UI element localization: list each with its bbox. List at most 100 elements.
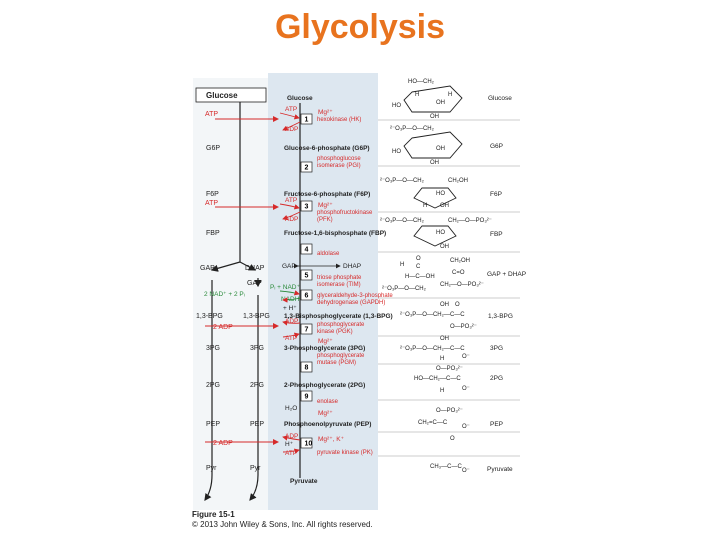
enzyme-name: phosphofructokinase(PFK) (317, 210, 373, 223)
left-label-dhap: DHAP (245, 265, 265, 272)
step-number: 4 (305, 247, 309, 254)
left-label-2pg: 2PG (250, 382, 264, 389)
glucose-fragment: OH (430, 114, 439, 120)
metabolite-g6p: Glucose-6-phosphate (G6P) (284, 145, 370, 152)
glucose-fragment: H (448, 92, 452, 98)
fbp-fragment: ²⁻O₃P—O—CH₂ (380, 218, 425, 224)
cofactor-atp: ATP (285, 450, 297, 457)
f6p-fragment: H (423, 203, 427, 209)
left-label-g6p: G6P (206, 145, 220, 152)
dhap-fragment: C=O (452, 270, 465, 276)
cofactor-h: H⁺ (285, 441, 294, 448)
cofactor-mg: Mg²⁺ (318, 338, 333, 345)
g6p-fragment: ²⁻O₃P—O—CH₂ (390, 126, 435, 132)
glucose-fragment: HO (392, 103, 401, 109)
glucose-fragment: OH (436, 100, 445, 106)
step-box (300, 113, 313, 125)
2pg-fragment: HO—CH₂—C—C (414, 376, 461, 382)
pep-fragment: CH₂=C—C (418, 420, 448, 426)
f6p-fragment: CH₂OH (448, 178, 468, 184)
pep-fragment: O⁻ (462, 424, 470, 430)
3pg-fragment: ²⁻O₃P—O—CH₂—C—C (400, 346, 465, 352)
cofactor-atp: ATP (285, 106, 297, 113)
bpg-fragment: OH (440, 302, 449, 308)
cofactor-atp: ATP (285, 197, 297, 204)
cofactor-mg-k: Mg²⁺, K⁺ (318, 436, 345, 443)
pep-fragment: O—PO₃²⁻ (436, 408, 463, 414)
metabolites: Glucose Glucose-6-phosphate (G6P) Fructo… (284, 95, 393, 485)
right-name-fbp: FBP (490, 231, 503, 238)
gap-fragment: ²⁻O₃P—O—CH₂ (382, 286, 427, 292)
gap-fragment: O (416, 256, 421, 262)
step-box (300, 289, 313, 301)
right-name-2pg: 2PG (490, 375, 503, 382)
fbp-fragment: CH₂—O—PO₃²⁻ (448, 218, 492, 224)
3pg-fragment: H (440, 356, 444, 362)
left-label-nad: 2 NAD⁺ + 2 Pᵢ (204, 291, 245, 298)
right-fragments: HO—CH₂ OH HO OH H H ²⁻O₃P—O—CH₂ OH HO OH… (380, 79, 492, 474)
gap-fragment: H—C—OH (405, 274, 435, 280)
step-number: 10 (305, 441, 313, 448)
step-box (300, 437, 313, 449)
right-name-pep: PEP (490, 421, 503, 428)
right-name-glucose: Glucose (488, 95, 512, 102)
step-box (300, 323, 313, 335)
right-name-13bpg: 1,3-BPG (488, 313, 513, 320)
right-name-pyruvate: Pyruvate (487, 466, 513, 473)
glucose-fragment: HO—CH₂ (408, 79, 435, 85)
dhap-fragment: CH₂OH (450, 258, 470, 264)
copyright-text: © 2013 John Wiley & Sons, Inc. All right… (192, 520, 373, 529)
cofactor-h: + H⁺ (283, 305, 297, 312)
left-label-2adp: 2 ADP (213, 440, 233, 447)
left-label-pep: PEP (206, 421, 220, 428)
step-box (300, 243, 313, 255)
metabolite-glucose: Glucose (287, 95, 313, 102)
dhap-fragment: CH₂—O—PO₃²⁻ (440, 282, 484, 288)
step-box (300, 161, 313, 173)
cofactor-mg: Mg²⁺ (318, 109, 333, 116)
cofactor-adp: ADP (285, 126, 298, 133)
cofactor-gap: GAP (282, 263, 296, 270)
left-panel (193, 78, 268, 510)
3pg-fragment: O⁻ (462, 354, 470, 360)
pyruvate-fragment: O⁻ (462, 468, 470, 474)
cofactor-dhap: DHAP (343, 263, 361, 270)
left-label-3pg: 3PG (206, 345, 220, 352)
step-box (300, 361, 313, 373)
cofactor-mg: Mg²⁺ (318, 202, 333, 209)
cofactor-mg: Mg²⁺ (318, 410, 333, 417)
right-names: Glucose G6P F6P FBP GAP + DHAP 1,3-BPG 3… (487, 95, 526, 473)
left-label-pyr: Pyr (206, 465, 217, 472)
cofactor-adp: ADP (285, 216, 298, 223)
2pg-fragment: O⁻ (462, 386, 470, 392)
3pg-fragment: OH (440, 336, 449, 342)
cofactor-h2o: H₂O (285, 405, 297, 412)
step-number: 1 (305, 117, 309, 124)
2pg-fragment: O—PO₃²⁻ (436, 366, 463, 372)
cofactor-adp: ADP (285, 433, 298, 440)
cofactor-adp: ADP (285, 318, 298, 325)
right-name-f6p: F6P (490, 191, 502, 198)
left-label-gap: GAP (200, 265, 215, 272)
right-divider-lines (378, 119, 520, 457)
fbp-fragment: HO (436, 230, 445, 236)
right-name-g6p: G6P (490, 143, 503, 150)
step-box (300, 269, 313, 281)
step-number: 9 (305, 394, 309, 401)
glucose-box-label: Glucose (206, 91, 238, 100)
left-labels: ATP G6P F6P ATP FBP GAP DHAP GAP 2 NAD⁺ … (196, 111, 270, 472)
gap-fragment: C (416, 264, 421, 270)
f6p-fragment: OH (440, 203, 449, 209)
left-label-13bpg: 1,3-BPG (196, 313, 223, 320)
left-label-gap: GAP (247, 280, 262, 287)
metabolite-f6p: Fructose-6-phosphate (F6P) (284, 191, 370, 198)
